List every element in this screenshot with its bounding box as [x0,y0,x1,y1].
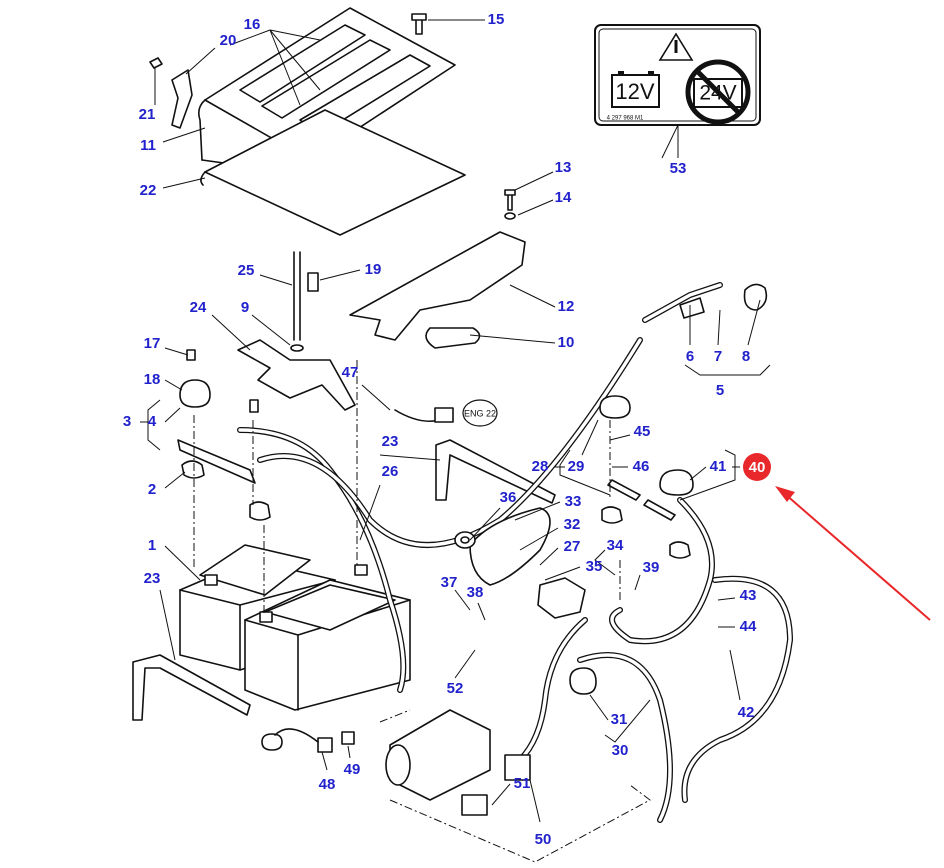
callout-29[interactable]: 29 [568,458,585,475]
callout-46[interactable]: 46 [633,458,650,475]
callout-37[interactable]: 37 [441,574,458,591]
callout-30[interactable]: 30 [612,742,629,759]
callout-12[interactable]: 12 [558,298,575,315]
callout-52[interactable]: 52 [447,680,464,697]
callout-16[interactable]: 16 [244,16,261,33]
callout-24[interactable]: 24 [190,299,207,316]
callout-40[interactable]: 40 [749,459,766,476]
callout-6[interactable]: 6 [686,348,694,365]
voltage-warning-label: 12V 24V 4 297 968 M1 [594,24,761,158]
clamp-rod-and-plate [237,251,356,411]
callout-1[interactable]: 1 [148,537,156,554]
callout-14[interactable]: 14 [555,189,572,206]
prohibited-icon [685,59,751,125]
callout-33[interactable]: 33 [565,493,582,510]
callout-50[interactable]: 50 [535,831,552,848]
hold-down-bars [132,439,556,721]
callout-25[interactable]: 25 [238,262,255,279]
assembly-lines [193,360,651,863]
callout-4[interactable]: 4 [148,413,157,430]
callout-23-lower[interactable]: 23 [144,570,161,587]
battery-12v-icon [611,74,660,108]
battery-hold-bracket [349,189,526,349]
callout-51[interactable]: 51 [514,775,531,792]
batteries [179,544,411,711]
battery-cables [237,282,794,823]
callout-31[interactable]: 31 [611,711,628,728]
isolator-switch-parts [454,283,768,695]
callout-8[interactable]: 8 [742,348,750,365]
cover-plate [200,109,466,236]
connector-tag-text: ENG 22 [464,408,496,418]
callout-40-highlight[interactable]: 40 [743,453,771,481]
cover-bracket [149,13,427,129]
callout-38[interactable]: 38 [467,584,484,601]
callout-11[interactable]: 11 [140,137,156,154]
callout-labels: 16 20 15 21 11 22 13 14 53 25 19 12 24 9… [123,11,757,848]
callout-42[interactable]: 42 [738,704,755,721]
highlight-arrow [775,486,931,621]
callout-21[interactable]: 21 [139,106,156,123]
callout-27[interactable]: 27 [564,538,581,555]
callout-28[interactable]: 28 [532,458,549,475]
callout-47[interactable]: 47 [342,364,359,381]
callout-5[interactable]: 5 [716,382,724,399]
callout-20[interactable]: 20 [220,32,237,49]
callout-35[interactable]: 35 [586,558,603,575]
callout-43[interactable]: 43 [740,587,757,604]
callout-15[interactable]: 15 [488,11,505,28]
callout-9[interactable]: 9 [241,299,249,316]
callout-23-upper[interactable]: 23 [382,433,399,450]
callout-34[interactable]: 34 [607,537,624,554]
callout-36[interactable]: 36 [500,489,517,506]
left-terminal-parts [177,349,271,521]
callout-17[interactable]: 17 [144,335,161,352]
callout-32[interactable]: 32 [564,516,581,533]
callout-26[interactable]: 26 [382,463,399,480]
callout-45[interactable]: 45 [634,423,651,440]
callout-49[interactable]: 49 [344,761,361,778]
eng22-connector-tag: ENG 22 [462,399,498,427]
callout-48[interactable]: 48 [319,776,336,793]
callout-2[interactable]: 2 [148,481,156,498]
callout-44[interactable]: 44 [740,618,757,635]
callout-13[interactable]: 13 [555,159,572,176]
callout-41[interactable]: 41 [710,458,727,475]
callout-53[interactable]: 53 [670,160,687,177]
callout-3[interactable]: 3 [123,413,131,430]
callout-39[interactable]: 39 [643,559,660,576]
callout-18[interactable]: 18 [144,371,161,388]
callout-22[interactable]: 22 [140,182,157,199]
leader-lines [140,19,771,823]
label-part-code: 4 297 968 M1 [607,116,644,122]
callout-7[interactable]: 7 [714,348,722,365]
ok-voltage-text: 12V [615,79,654,104]
starter-motor [261,709,531,816]
callout-19[interactable]: 19 [365,261,382,278]
callout-10[interactable]: 10 [558,334,575,351]
